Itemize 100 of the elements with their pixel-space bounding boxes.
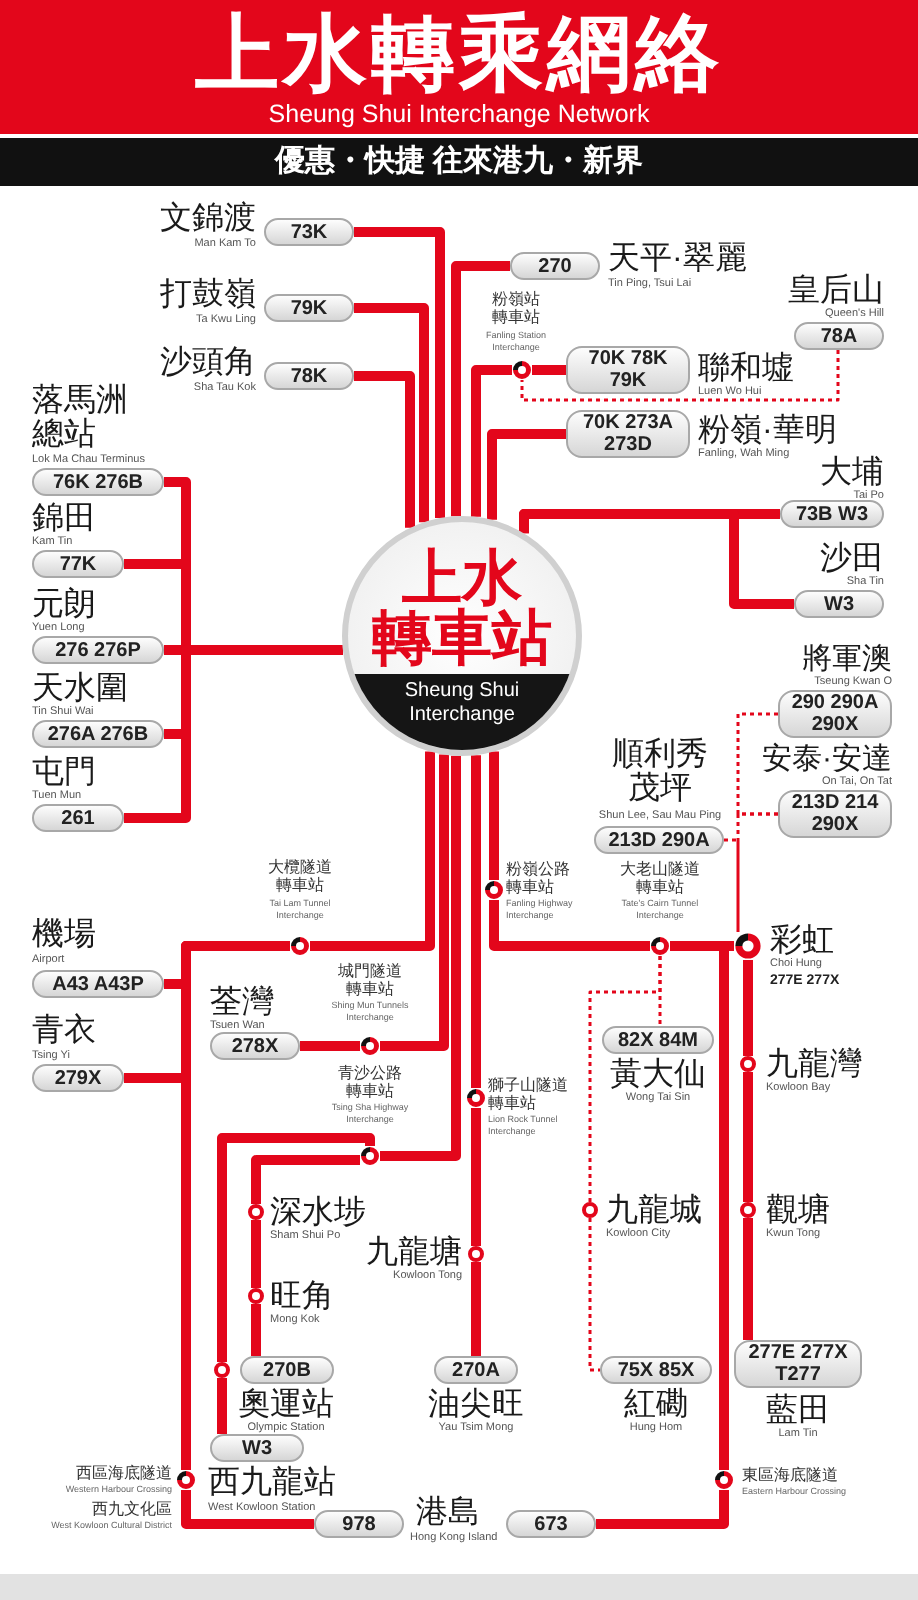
station-name: 觀塘 xyxy=(766,1194,832,1228)
dotted-route-line xyxy=(736,712,778,816)
route-line xyxy=(743,960,753,1056)
station-name: 西九龍站 xyxy=(208,1466,338,1500)
station-name: 安泰·安達 xyxy=(760,742,892,776)
route-pill: 77K xyxy=(32,550,124,578)
station-name: 黃大仙 xyxy=(608,1058,708,1092)
dotted-route-line xyxy=(588,956,662,1202)
station-name: 打鼓嶺 xyxy=(158,278,256,312)
route-pill: 277E 277X T277 xyxy=(734,1340,862,1388)
station-name: 文錦渡 xyxy=(158,202,256,236)
route-line xyxy=(471,365,512,517)
route-line xyxy=(380,754,449,1051)
route-pill: 278X xyxy=(210,1032,300,1060)
route-pill: 73K xyxy=(264,218,354,246)
route-line xyxy=(489,751,499,880)
interchange-name: 粉嶺公路轉車站 xyxy=(506,860,572,896)
interchange-icon xyxy=(360,1036,380,1056)
station-marker xyxy=(582,1202,598,1218)
route-pill: 70K 78K 79K xyxy=(566,346,690,394)
route-line xyxy=(487,429,566,520)
route-pill: 270A xyxy=(434,1356,518,1384)
route-pill: 270 xyxy=(510,252,600,280)
interchange-icon xyxy=(734,932,762,960)
route-line xyxy=(300,1041,360,1051)
interchange-name: 大欖隧道轉車站 xyxy=(266,858,334,894)
station-marker xyxy=(740,1202,756,1218)
route-line xyxy=(354,227,445,518)
station-name: 沙田 xyxy=(818,542,884,576)
interchange-name: 粉嶺站轉車站 xyxy=(490,290,542,326)
route-pill: W3 xyxy=(210,1434,304,1462)
route-line xyxy=(217,1378,227,1434)
station-name: 油尖旺 xyxy=(428,1388,524,1422)
route-line xyxy=(380,755,461,1161)
station-name: 九龍城 xyxy=(606,1194,704,1228)
station-name: 荃灣 xyxy=(210,986,276,1020)
interchange-icon xyxy=(484,880,504,900)
station-name: 青衣 xyxy=(32,1014,98,1048)
interchange-name: 城門隧道轉車站 xyxy=(336,962,404,998)
station-name: 深水埗 xyxy=(270,1196,368,1230)
route-pill: 213D 290A xyxy=(594,826,724,854)
route-pill: A43 A43P xyxy=(32,970,164,998)
interchange-icon xyxy=(650,936,670,956)
route-pill: 76K 276B xyxy=(32,468,164,496)
route-pill: 270B xyxy=(240,1356,334,1384)
route-line xyxy=(310,751,435,951)
route-line xyxy=(489,900,650,951)
interchange-icon xyxy=(290,936,310,956)
route-pill: 673 xyxy=(506,1510,596,1538)
interchange-name: 西九文化區 xyxy=(90,1500,172,1518)
route-pill: 276A 276B xyxy=(32,720,164,748)
station-marker xyxy=(248,1204,264,1220)
station-marker xyxy=(468,1246,484,1262)
route-pill: 70K 273A 273D xyxy=(566,410,690,458)
hub-title: 轉車站 xyxy=(370,608,554,672)
station-name: 彩虹 xyxy=(770,924,836,958)
route-pill: 213D 214 290X xyxy=(778,790,892,838)
route-line xyxy=(471,1262,481,1356)
route-line xyxy=(451,261,510,517)
route-line xyxy=(596,1490,729,1529)
station-name: 天平·翠麗 xyxy=(608,242,749,276)
dotted-route-line xyxy=(520,350,840,402)
interchange-icon xyxy=(714,1470,734,1490)
station-name: 藍田 xyxy=(764,1394,832,1428)
route-line xyxy=(181,1490,314,1529)
route-line xyxy=(217,1133,375,1362)
route-pill: 276 276P xyxy=(32,636,164,664)
route-line xyxy=(471,755,481,1088)
interchange-name: 青沙公路轉車站 xyxy=(336,1064,404,1100)
station-marker xyxy=(248,1288,264,1304)
route-line xyxy=(251,1155,360,1204)
route-line xyxy=(354,371,415,528)
station-name: 紅磡 xyxy=(622,1388,690,1422)
route-line xyxy=(743,1072,753,1202)
route-pill: 978 xyxy=(314,1510,404,1538)
route-line xyxy=(743,1218,753,1340)
subtitle: Sheung Shui Interchange Network xyxy=(266,100,652,128)
route-pill: W3 xyxy=(794,590,884,618)
station-name: 機場 xyxy=(32,918,98,952)
route-pill: 75X 85X xyxy=(600,1356,712,1384)
station-name: 天水圍 xyxy=(32,672,130,706)
station-marker xyxy=(740,1056,756,1072)
station-name: 落馬洲總站 xyxy=(32,384,130,452)
interchange-name: 獅子山隧道轉車站 xyxy=(488,1076,570,1112)
station-name: 元朗 xyxy=(32,588,98,622)
station-name: 粉嶺·華明 xyxy=(698,414,839,448)
station-name: 皇后山 xyxy=(786,274,884,308)
station-name: 沙頭角 xyxy=(158,346,256,380)
station-name: 屯門 xyxy=(32,756,98,790)
route-line xyxy=(519,509,794,609)
station-name: 順利秀茂坪 xyxy=(610,738,710,806)
station-name: 奧運站 xyxy=(238,1388,334,1422)
route-pill: 290 290A 290X xyxy=(778,690,892,738)
interchange-name: 東區海底隧道 xyxy=(742,1466,840,1484)
station-marker xyxy=(214,1362,230,1378)
station-name: 九龍塘 xyxy=(364,1236,462,1270)
route-pill: 78A xyxy=(794,322,884,350)
interchange-name: 大老山隧道轉車站 xyxy=(618,860,702,896)
route-pill: 261 xyxy=(32,804,124,832)
dotted-route-line xyxy=(588,1218,600,1372)
